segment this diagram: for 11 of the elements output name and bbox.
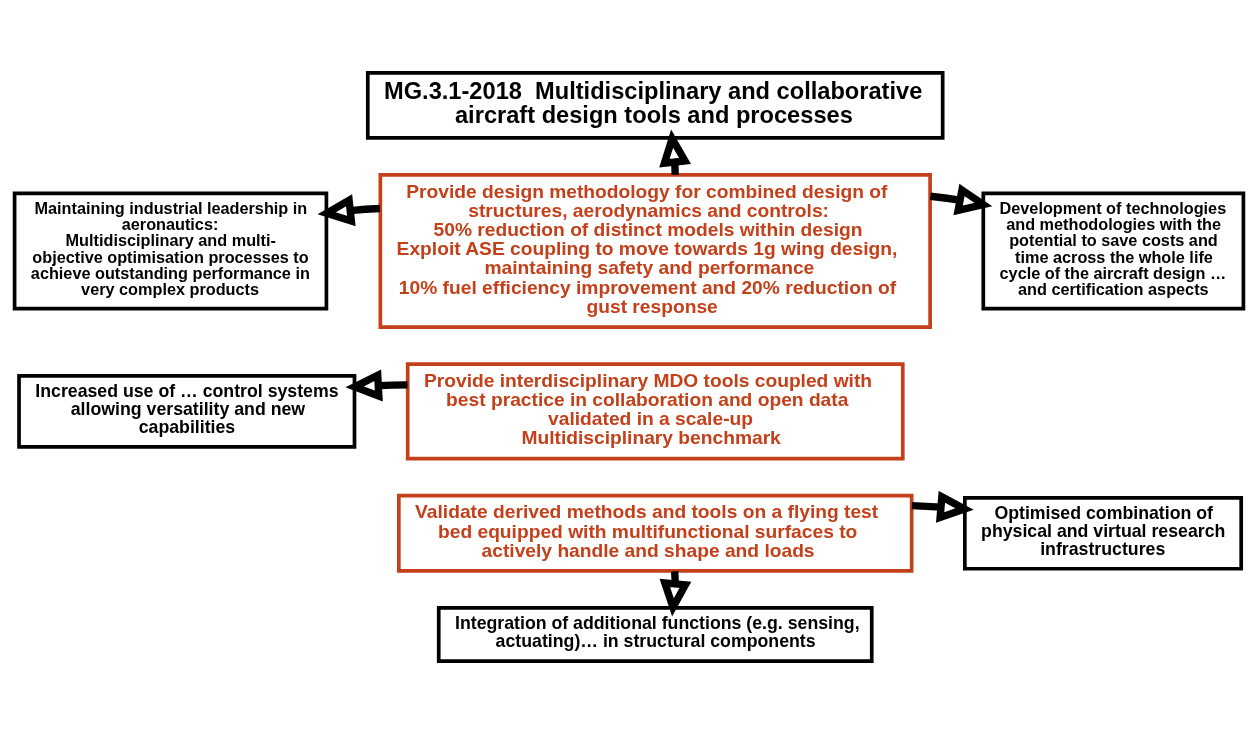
node-box: Increased use of … control systems allowing versatility and new capabilities — [17, 373, 357, 449]
arrow — [317, 193, 381, 226]
node-box: Maintaining industrial leadership in aeronautics: Multidisciplinary and multi-objective optimisation processes to achieve outstanding performance in very complex products — [12, 191, 329, 310]
node-box: Integration of additional functions (e.g. sensing, actuating)… in structural components — [436, 605, 874, 663]
node-box: Provide design methodology for combined design of structures, aerodynamics and controls: 50% reduction of distinct models within design Exploit ASE coupling to move towards 1g wing design, maintaining safety and performance 10% fuel efficiency improvement and 20% reduction of gust response — [378, 172, 932, 329]
arrow — [911, 490, 974, 523]
node-box: Optimised combination of physical and virtual research infrastructures — [963, 495, 1244, 571]
node-box: Validate derived methods and tools on a flying test bed equipped with multifunctional surfaces to actively handle and shape and loads — [397, 493, 914, 573]
node-box: Development of technologies and methodologies with the potential to save costs and time across the whole life cycle of the aircraft design … and certification aspects — [981, 191, 1246, 310]
node-box: Provide interdisciplinary MDO tools coupled with best practice in collaboration and open data validated in a scale-up Multidisciplinary benchmark — [405, 361, 905, 460]
node-box: MG.3.1-2018 Multidisciplinary and collaborative aircraft design tools and processes — [365, 70, 945, 140]
